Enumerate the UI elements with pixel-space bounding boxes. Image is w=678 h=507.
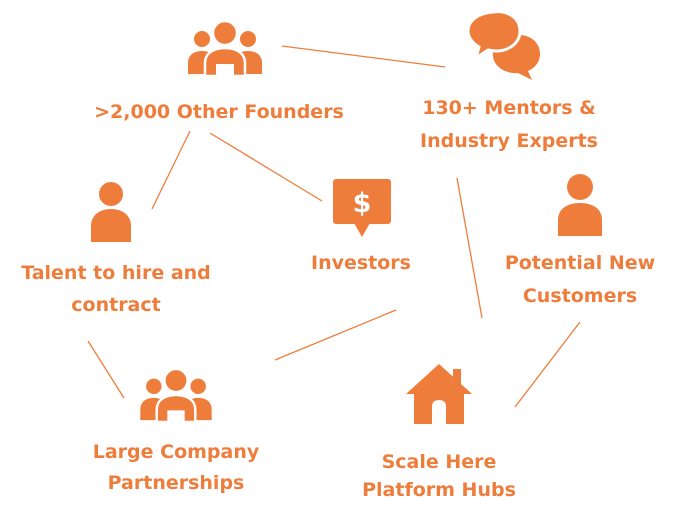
home-icon xyxy=(406,364,472,424)
talent-label-line1: Talent to hire and xyxy=(21,262,211,284)
svg-text:$: $ xyxy=(353,188,372,219)
dollar-chat-icon: $ xyxy=(333,179,391,237)
hubs-label-line1: Scale Here xyxy=(381,451,497,473)
talent-person-icon xyxy=(91,182,131,242)
connector-talent-partnerships xyxy=(87,340,125,399)
founders-label: >2,000 Other Founders xyxy=(94,101,344,123)
mentors-label-line1: 130+ Mentors & xyxy=(422,97,596,119)
talent-label-line2: contract xyxy=(71,294,161,316)
customers-label-line2: Customers xyxy=(522,285,638,307)
speech-bubbles-icon xyxy=(468,10,542,80)
partnerships-label-line2: Partnerships xyxy=(107,472,245,494)
investors-label: Investors xyxy=(311,252,411,274)
hubs-label-line2: Platform Hubs xyxy=(362,479,516,501)
customers-person-icon xyxy=(558,174,602,236)
connector-founders-mentors xyxy=(281,45,446,68)
connector-founders-talent xyxy=(151,130,191,210)
connector-mentors-hubs xyxy=(456,177,483,319)
connector-investors-partnerships xyxy=(274,309,397,361)
partnerships-group-icon xyxy=(140,368,212,422)
connector-founders-investors xyxy=(209,132,323,202)
partnerships-label-line1: Large Company xyxy=(92,441,260,463)
mentors-label-line2: Industry Experts xyxy=(420,130,598,152)
customers-label-line1: Potential New xyxy=(504,252,656,274)
founders-group-icon xyxy=(188,20,262,76)
connector-customers-hubs xyxy=(514,321,581,408)
